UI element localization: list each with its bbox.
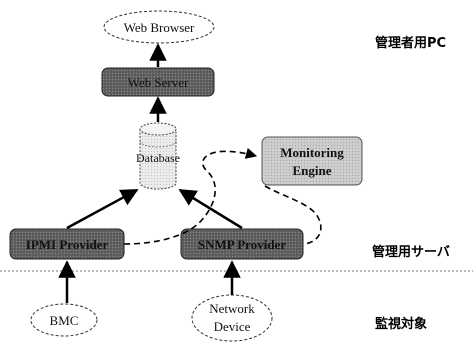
database-label: Database <box>136 151 180 165</box>
snmp-provider-node: SNMP Provider <box>180 228 304 260</box>
arrow-snmp-to-db <box>178 188 243 230</box>
lane-label-admin-server: 管理用サーバ <box>372 244 450 260</box>
bmc-node: BMC <box>30 303 98 337</box>
web-server-label: Web Server <box>128 75 189 90</box>
web-browser-node: Web Browser <box>103 10 215 44</box>
web-browser-label: Web Browser <box>124 20 195 35</box>
bmc-label: BMC <box>50 313 79 328</box>
snmp-provider-label: SNMP Provider <box>198 237 286 252</box>
lane-label-monitored: 監視対象 <box>375 316 427 332</box>
monitoring-engine-label-line1: Monitoring <box>280 145 344 160</box>
ipmi-provider-label: IPMI Provider <box>26 237 109 252</box>
lane-label-admin-pc: 管理者用PC <box>375 35 446 51</box>
arrow-ipmi-to-db <box>66 188 139 230</box>
database-node: Database <box>136 122 180 190</box>
monitoring-engine-node: Monitoring Engine <box>261 136 363 186</box>
dashed-control-loop <box>123 147 258 245</box>
network-device-label-line2: Device <box>214 319 251 334</box>
web-server-node: Web Server <box>101 67 215 97</box>
network-device-label-line1: Network <box>209 301 255 316</box>
ipmi-provider-node: IPMI Provider <box>9 228 125 260</box>
monitoring-engine-label-line2: Engine <box>292 163 331 178</box>
network-device-node: Network Device <box>191 294 273 342</box>
